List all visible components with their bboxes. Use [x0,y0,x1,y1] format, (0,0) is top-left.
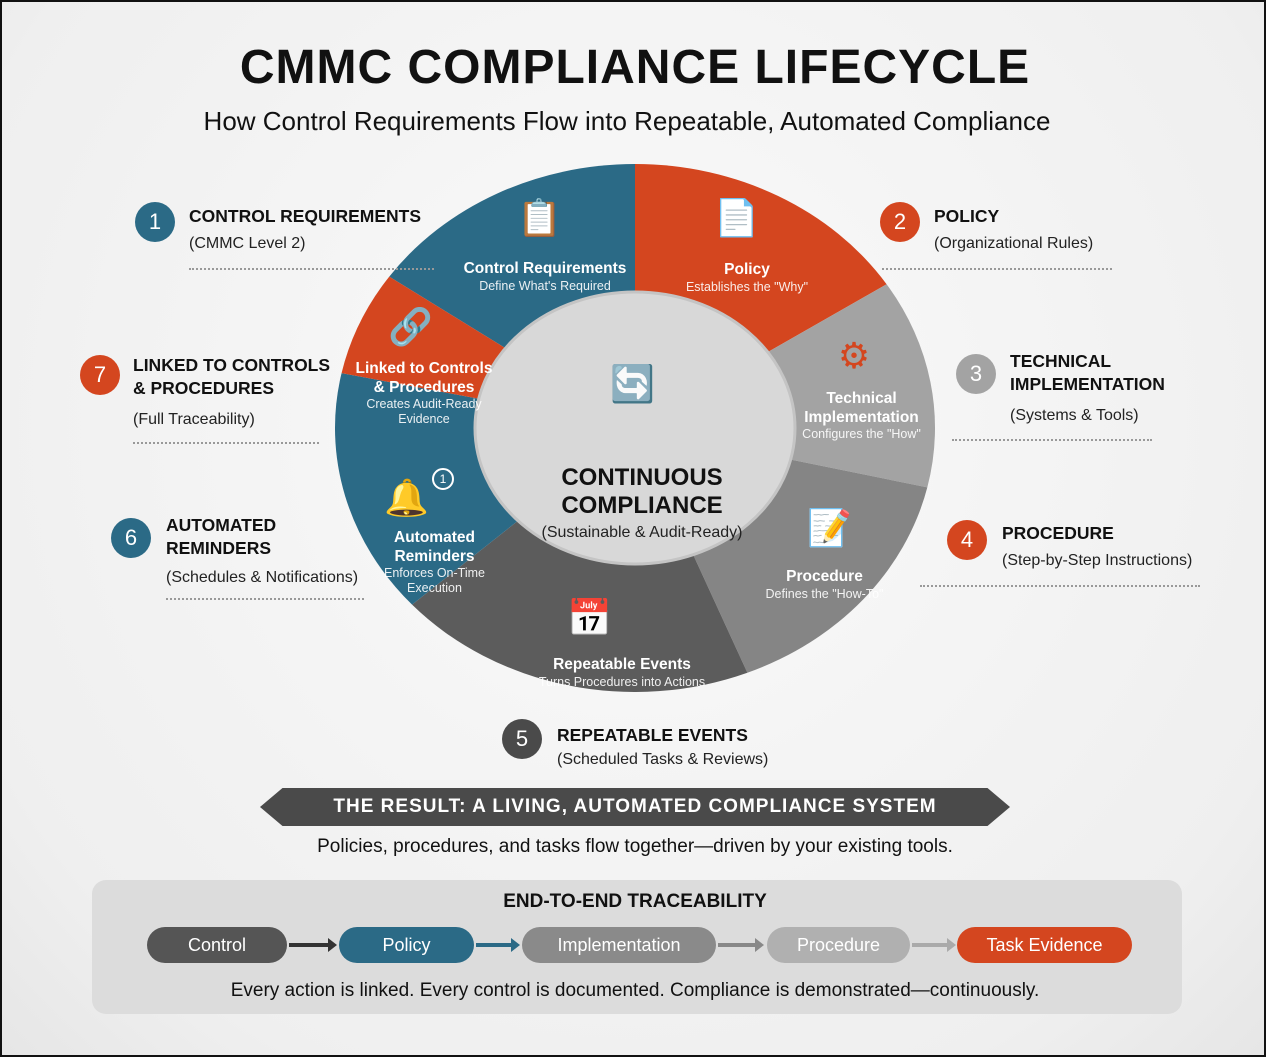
document-checklist-icon: 📝 [807,508,851,548]
trace-step-policy: Policy [339,927,474,963]
gear-wrench-icon: ⚙ [837,336,871,376]
bell-icon: 🔔 [384,478,428,518]
divider [952,439,1152,441]
callout-title-2: POLICY [934,206,1000,226]
callout-sub-5: (Scheduled Tasks & Reviews) [557,751,769,768]
page-title: CMMC COMPLIANCE LIFECYCLE [239,41,1031,94]
traceability-title: END-TO-END TRACEABILITY [503,891,767,912]
divider [133,442,319,444]
center-subtitle: (Sustainable & Audit-Ready) [541,524,743,541]
clipboard-cycle-icon: 🔄 [610,364,654,404]
callout-title-5: REPEATABLE EVENTS [557,725,748,745]
checklist-icon: 📋 [517,198,561,238]
arrow-icon [289,938,337,952]
divider [189,268,434,270]
trace-step-implementation: Implementation [522,927,716,963]
callout-title-7: LINKED TO CONTROLS & PROCEDURES [133,355,331,398]
traceability-footer: Every action is linked. Every control is… [230,980,1040,1001]
arrow-icon [476,938,520,952]
step-badge-5: 5 [502,719,542,759]
callout-title-6: AUTOMATED REMINDERS [166,515,277,558]
result-banner: THE RESULT: A LIVING, AUTOMATED COMPLIAN… [260,788,1010,826]
trace-step-control: Control [147,927,287,963]
center-disc [473,290,797,566]
arrow-icon [912,938,956,952]
lifecycle-ring [335,164,935,692]
callout-sub-6: (Schedules & Notifications) [166,569,359,586]
step-badge-6: 6 [111,518,151,558]
divider [882,268,1112,270]
callout-sub-4: (Step-by-Step Instructions) [1002,552,1193,569]
divider [920,585,1200,587]
trace-step-procedure: Procedure [767,927,910,963]
page-subtitle: How Control Requirements Flow into Repea… [203,106,1051,136]
link-icon: 🔗 [388,307,432,347]
callout-title-3: TECHNICAL IMPLEMENTATION [1010,351,1165,394]
calendar-clock-icon: 📅 [567,598,611,638]
document-shield-icon: 📄 [714,198,758,238]
callout-title-4: PROCEDURE [1002,523,1114,543]
callout-title-1: CONTROL REQUIREMENTS [189,206,422,226]
result-text: Policies, procedures, and tasks flow tog… [317,836,953,857]
divider [166,598,364,600]
trace-step-task-evidence: Task Evidence [957,927,1132,963]
callout-sub-1: (CMMC Level 2) [189,235,306,252]
callout-sub-7: (Full Traceability) [133,411,255,428]
step-badge-7: 7 [80,355,120,395]
callout-sub-3: (Systems & Tools) [1010,407,1139,424]
callout-sub-2: (Organizational Rules) [934,235,1094,252]
reminder-count-badge: 1 [432,468,454,490]
arrow-icon [718,938,764,952]
step-badge-1: 1 [135,202,175,242]
step-badge-2: 2 [880,202,920,242]
step-badge-4: 4 [947,520,987,560]
step-badge-3: 3 [956,354,996,394]
